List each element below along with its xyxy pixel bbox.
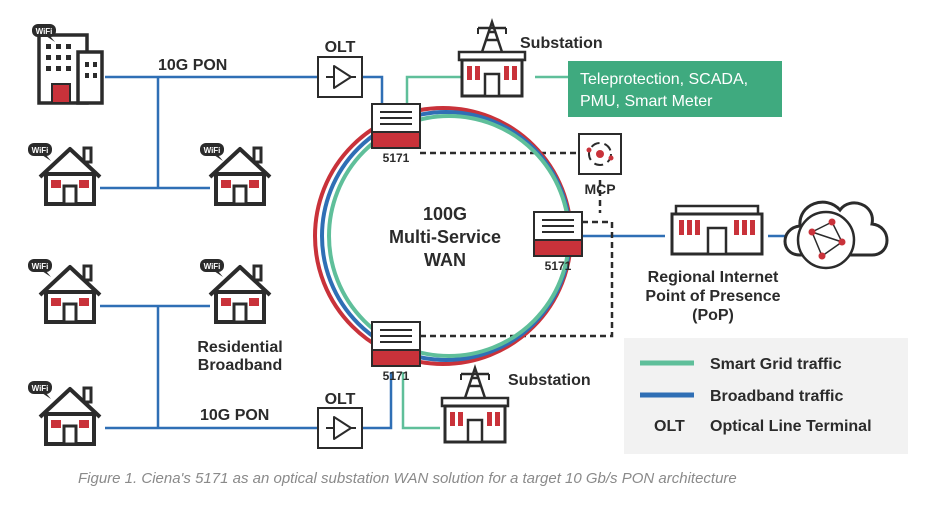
ciena-5171-node-bottom (371, 321, 421, 367)
node-label-bottom: 5171 (383, 369, 410, 383)
residential-label-line1: Residential (197, 339, 282, 356)
pop-label-line3: (PoP) (692, 307, 734, 324)
figure-caption: Figure 1. Ciena's 5171 as an optical sub… (78, 470, 737, 487)
wifi-icon (200, 259, 224, 277)
house-icon (38, 386, 102, 446)
services-line1: Teleprotection, SCADA, (580, 71, 748, 88)
house-icon (38, 146, 102, 206)
olt-icon (317, 56, 363, 98)
internet-cloud-icon (783, 200, 889, 270)
ring-label-line2: Multi-Service (389, 227, 501, 247)
mcp-label: MCP (584, 181, 615, 197)
wifi-icon (200, 143, 224, 161)
wifi-icon (28, 259, 52, 277)
substation-icon (457, 20, 527, 98)
olt-label-top: OLT (325, 39, 356, 56)
olt-icon (317, 407, 363, 449)
legend-olt-full: Optical Line Terminal (710, 418, 872, 435)
substation-label-bottom: Substation (508, 372, 591, 389)
legend: Smart Grid traffic Broadband traffic OLT… (624, 338, 908, 454)
services-line2: PMU, Smart Meter (580, 93, 713, 110)
pop-building-icon (670, 204, 764, 256)
ring-label-line3: WAN (424, 250, 466, 270)
pon-label-top: 10G PON (158, 57, 227, 74)
substation-label-top: Substation (520, 35, 603, 52)
legend-smart-grid-label: Smart Grid traffic (710, 356, 842, 373)
pop-label-line2: Point of Presence (645, 288, 780, 305)
legend-olt-abbr: OLT (654, 418, 685, 435)
apartment-building-icon (37, 33, 104, 105)
legend-broadband-label: Broadband traffic (710, 388, 843, 405)
node-label-right: 5171 (545, 259, 572, 273)
services-box: Teleprotection, SCADA, PMU, Smart Meter (568, 61, 782, 117)
substation-icon (440, 366, 510, 444)
olt-label-bottom: OLT (325, 391, 356, 408)
residential-label-line2: Broadband (198, 357, 282, 374)
mcp-icon (578, 133, 622, 175)
house-icon (208, 264, 272, 324)
pon-label-bottom: 10G PON (200, 407, 269, 424)
smart-grid-links (401, 75, 568, 430)
ring-label-line1: 100G (423, 204, 467, 224)
pop-label-line1: Regional Internet (648, 269, 779, 286)
ciena-5171-node-top (371, 103, 421, 149)
wifi-icon (28, 381, 52, 399)
ciena-5171-node-right (533, 211, 583, 257)
broadband-links (100, 75, 790, 430)
node-label-top: 5171 (383, 151, 410, 165)
wifi-icon (28, 143, 52, 161)
house-icon (38, 264, 102, 324)
